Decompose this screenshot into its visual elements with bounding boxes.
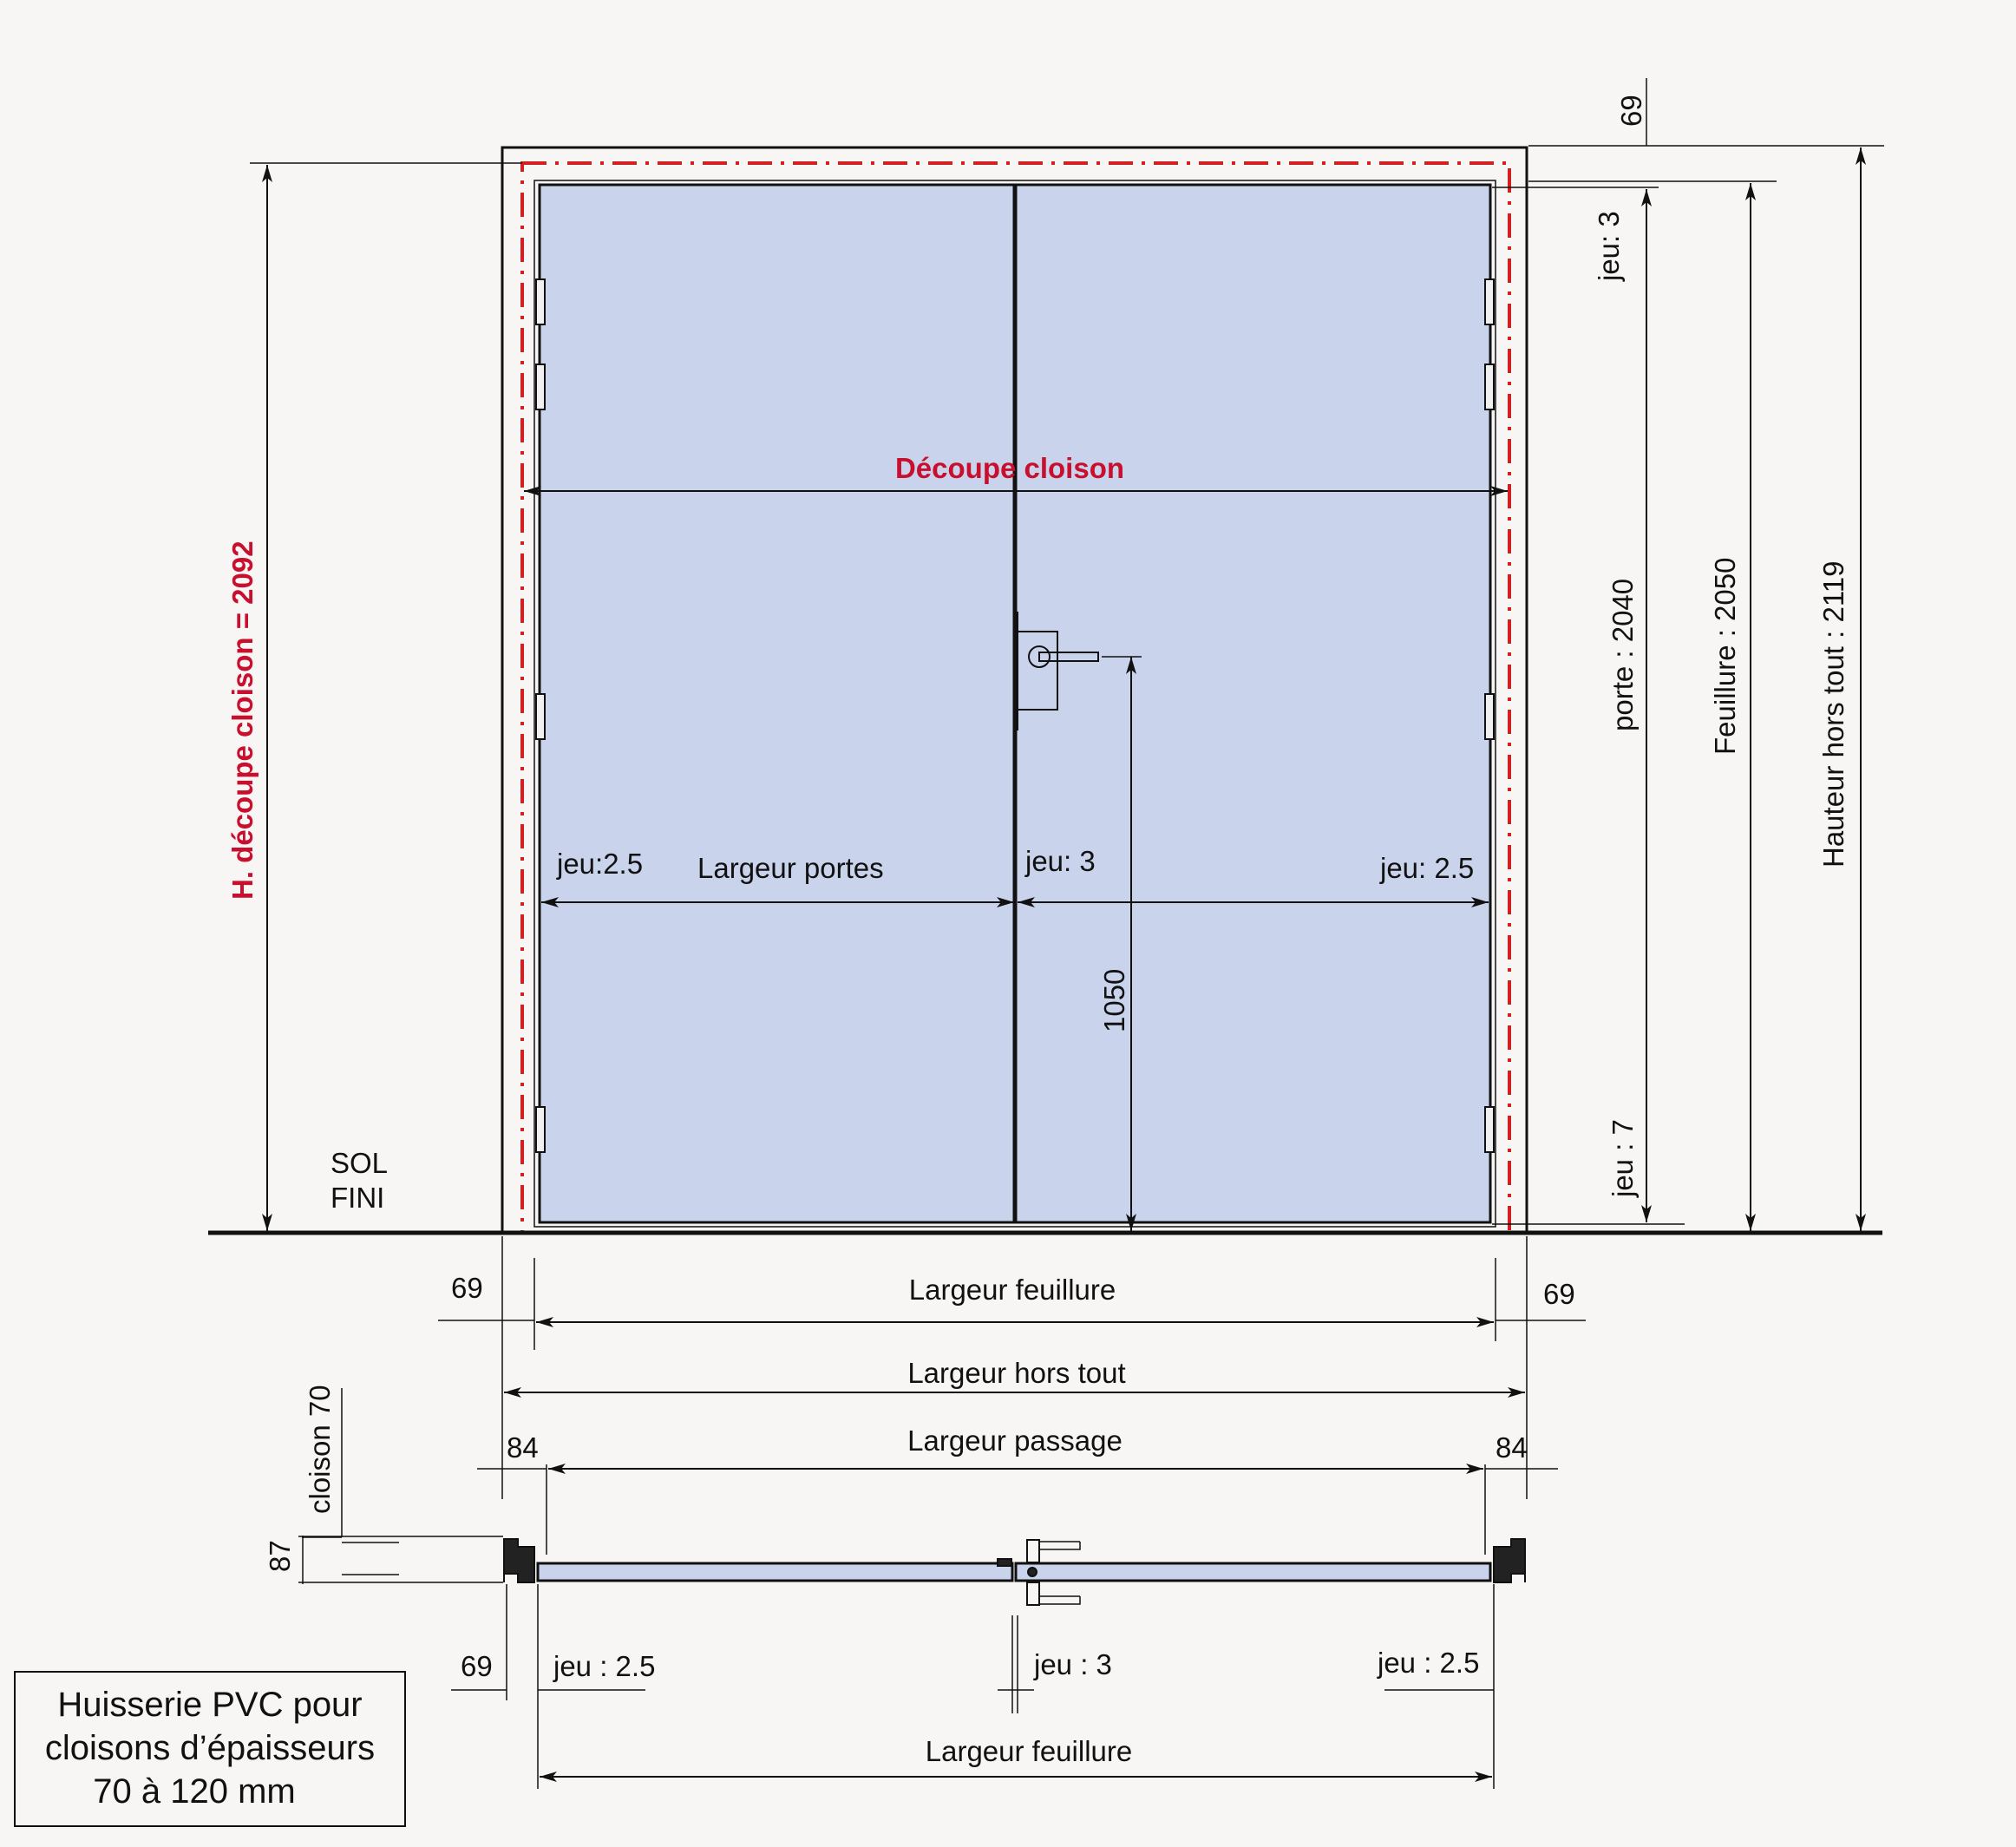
cut-height-label: H. découpe cloison = 2092 bbox=[226, 540, 259, 900]
hinge-left-2 bbox=[535, 364, 546, 410]
gap-left-section-label: jeu : 2.5 bbox=[553, 1650, 655, 1682]
cut-width-label: Découpe cloison bbox=[895, 452, 1124, 484]
title-box: Huisserie PVC pour cloisons d’épaisseurs… bbox=[14, 1671, 406, 1827]
partition-label: cloison 70 bbox=[304, 1385, 336, 1514]
hinge-left-1 bbox=[535, 278, 546, 325]
elevation-view: SOL FINI Découpe cloison jeu:2.5 Largeur… bbox=[208, 78, 1884, 1499]
left-door-leaf bbox=[538, 183, 1016, 1224]
floor-label-line1: SOL bbox=[331, 1147, 388, 1179]
gap-center-label: jeu: 3 bbox=[1024, 845, 1096, 877]
title-line-1: Huisserie PVC pour bbox=[57, 1686, 362, 1724]
gap-top-label: jeu: 3 bbox=[1593, 211, 1625, 282]
right-frame-profile bbox=[1493, 1538, 1526, 1583]
passage-right-label: 84 bbox=[1496, 1431, 1528, 1464]
hinge-left-4 bbox=[535, 1106, 546, 1153]
gap-right-label: jeu: 2.5 bbox=[1379, 852, 1474, 884]
gap-left-label: jeu:2.5 bbox=[556, 848, 643, 880]
rebate-outline bbox=[533, 180, 1496, 1228]
hinge-right-2 bbox=[1484, 364, 1495, 410]
section-handle bbox=[1026, 1539, 1081, 1606]
title-box-frame bbox=[14, 1671, 406, 1827]
hinge-right-4 bbox=[1484, 1106, 1495, 1153]
depth-label: 87 bbox=[264, 1540, 296, 1572]
passage-left-label: 84 bbox=[507, 1431, 539, 1464]
gap-right-section-label: jeu : 2.5 bbox=[1377, 1647, 1479, 1679]
gap-bottom-label: jeu : 7 bbox=[1607, 1119, 1639, 1198]
rebate-width-label: Largeur feuillure bbox=[909, 1274, 1116, 1306]
gap-center-section-label: jeu : 3 bbox=[1033, 1648, 1112, 1680]
right-leaf-section bbox=[1014, 1562, 1492, 1582]
section-view: 84 84 Largeur passage cloison 70 87 bbox=[264, 1385, 1558, 1789]
section-rebate-width-label: Largeur feuillure bbox=[926, 1735, 1132, 1767]
passage-width-label: Largeur passage bbox=[907, 1425, 1123, 1457]
door-width-label: Largeur portes bbox=[697, 852, 884, 884]
left-leaf-section bbox=[536, 1562, 1014, 1582]
rebate-height-label: Feuillure : 2050 bbox=[1709, 558, 1741, 755]
overall-width-label: Largeur hors tout bbox=[907, 1357, 1125, 1389]
hinge-right-3 bbox=[1484, 693, 1495, 740]
title-line-2: cloisons d’épaisseurs bbox=[45, 1729, 375, 1767]
side-section-label: 69 bbox=[461, 1650, 493, 1682]
center-stop bbox=[997, 1558, 1012, 1567]
right-door-leaf bbox=[1014, 183, 1492, 1224]
left-frame-profile bbox=[503, 1538, 535, 1583]
door-height-label: porte : 2040 bbox=[1607, 579, 1639, 731]
side-left-label: 69 bbox=[451, 1272, 483, 1304]
side-right-label: 69 bbox=[1543, 1278, 1575, 1310]
hinge-right-1 bbox=[1484, 278, 1495, 325]
hinge-left-3 bbox=[535, 693, 546, 740]
title-line-3: 70 à 120 mm bbox=[93, 1772, 295, 1811]
handle-height-label: 1050 bbox=[1098, 969, 1130, 1032]
floor-label-line2: FINI bbox=[331, 1182, 384, 1214]
door-handle bbox=[1015, 612, 1099, 730]
top-profile-label: 69 bbox=[1615, 95, 1647, 127]
overall-height-label: Hauteur hors tout : 2119 bbox=[1817, 561, 1849, 868]
